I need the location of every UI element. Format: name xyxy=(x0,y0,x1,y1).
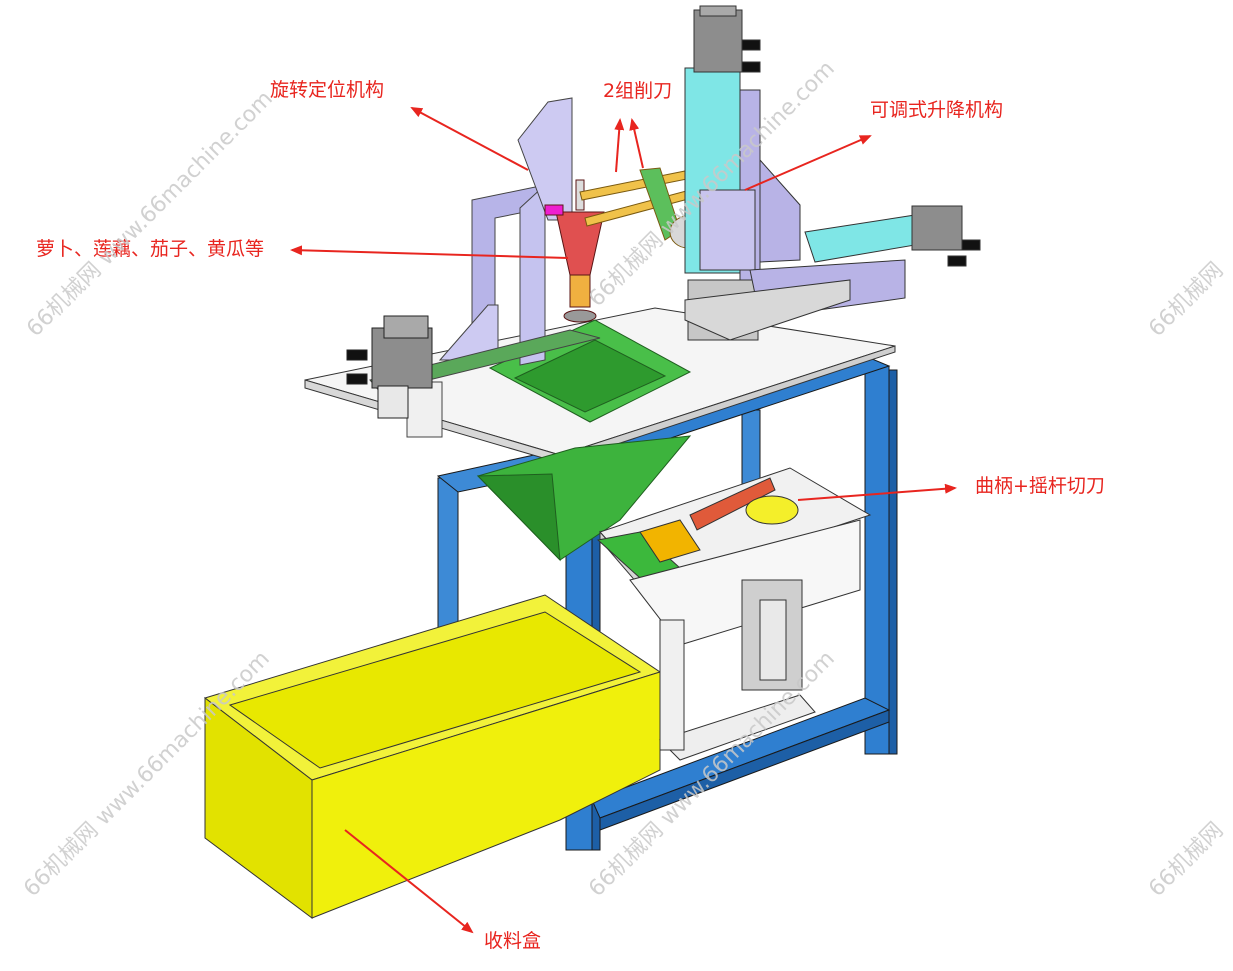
arrow-cutter-1 xyxy=(614,118,625,173)
arrow-rotary xyxy=(410,107,529,171)
vegetable-holder xyxy=(544,179,605,323)
arrow-crank xyxy=(797,483,957,501)
label-crank-rocker-cutter: 曲柄+摇杆切刀 xyxy=(975,475,1105,497)
label-adjustable-lift: 可调式升降机构 xyxy=(870,99,1004,121)
label-cutters: 2组削刀 xyxy=(603,80,673,102)
lift-mechanism xyxy=(684,5,981,341)
arrow-cutter-2 xyxy=(629,118,644,169)
annotation-arrows xyxy=(290,107,957,934)
rotary-frame xyxy=(369,97,601,438)
collection-box xyxy=(203,594,662,919)
label-rotary-positioning: 旋转定位机构 xyxy=(270,79,385,101)
arrow-vegetables xyxy=(290,245,569,259)
arrow-box xyxy=(344,829,474,934)
arrow-lift xyxy=(744,135,872,191)
label-vegetables: 萝卜、莲藕、茄子、黄瓜等 xyxy=(36,238,265,260)
lower-lift xyxy=(659,579,816,761)
left-motor xyxy=(346,315,433,419)
label-collection-box: 收料盒 xyxy=(484,930,542,952)
